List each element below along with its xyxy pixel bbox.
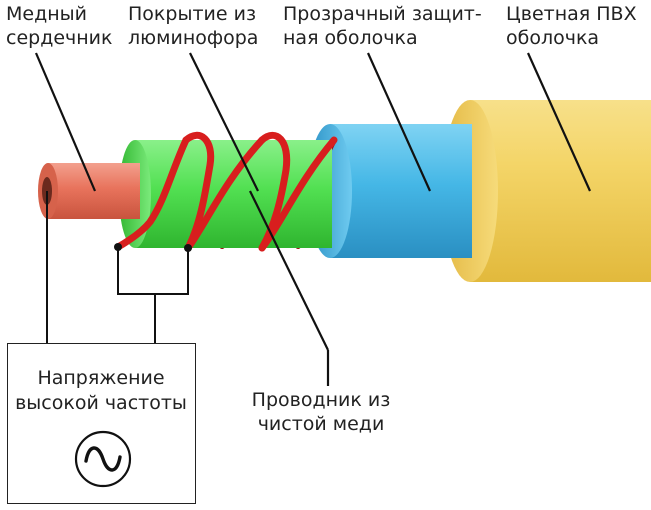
label-copper-conductor: Проводник из чистой меди [251, 389, 391, 435]
circuit-wires [46, 191, 189, 343]
label-clear-sheath: Прозрачный защит- ная оболочка [283, 3, 482, 49]
copper-core [38, 163, 140, 219]
label-phosphor-coating: Покрытие из люминофора [128, 3, 259, 49]
copper-wire-helix [114, 131, 338, 252]
label-copper-core: Медный сердечник [6, 3, 113, 49]
voltage-source-box: Напряжение высокой частоты [7, 343, 196, 504]
ac-sine-wave-icon [74, 430, 132, 488]
pvc-sheath [442, 100, 651, 282]
voltage-source-label: Напряжение высокой частоты [15, 367, 187, 414]
label-pvc-sheath: Цветная ПВХ оболочка [506, 3, 637, 49]
leader-lines [34, 52, 592, 386]
